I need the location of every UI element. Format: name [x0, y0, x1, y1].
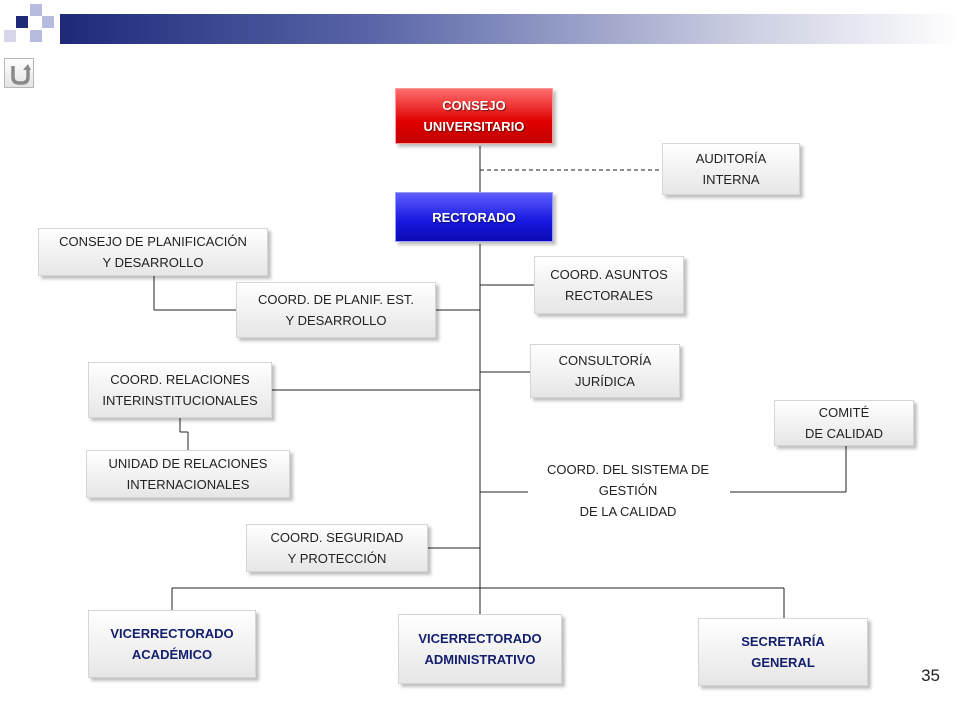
node-label-line: ADMINISTRATIVO	[424, 652, 536, 667]
node-comite-calidad: COMITÉ DE CALIDAD	[774, 400, 914, 446]
node-secretaria-general: SECRETARÍA GENERAL	[698, 618, 868, 686]
node-unidad-relaciones: UNIDAD DE RELACIONES INTERNACIONALES	[86, 450, 290, 498]
back-button[interactable]	[4, 58, 34, 88]
header-square-light	[30, 30, 42, 42]
header-square-dark	[16, 16, 28, 28]
node-label-line: VICERRECTORADO	[418, 631, 542, 646]
node-label-line: VICERRECTORADO	[110, 626, 234, 641]
node-label-line: INTERINSTITUCIONALES	[102, 393, 258, 408]
node-label-line: COORD. SEGURIDAD	[270, 530, 404, 545]
header-square-light	[42, 16, 54, 28]
node-auditoria-interna: AUDITORÍA INTERNA	[662, 143, 800, 195]
node-label-line: ACADÉMICO	[131, 647, 213, 662]
node-label-line: JURÍDICA	[575, 374, 635, 389]
node-coord-planif-est: COORD. DE PLANIF. EST. Y DESARROLLO	[236, 282, 436, 338]
node-label-line: SECRETARÍA	[741, 634, 825, 649]
header-square-light	[4, 30, 16, 42]
node-consultoria-juridica: CONSULTORÍA JURÍDICA	[530, 344, 680, 398]
header-bar	[60, 14, 960, 44]
node-vicerrectorado-academico: VICERRECTORADO ACADÉMICO	[88, 610, 256, 678]
node-coord-relaciones: COORD. RELACIONES INTERINSTITUCIONALES	[88, 362, 272, 418]
node-label-line: DE CALIDAD	[804, 426, 884, 441]
node-label-line: COORD. DE PLANIF. EST.	[257, 292, 415, 307]
node-coord-sistema-gestion: COORD. DEL SISTEMA DE GESTIÓN DE LA CALI…	[528, 459, 728, 522]
node-label-line: DE LA CALIDAD	[579, 504, 677, 519]
node-label-line: UNIVERSITARIO	[423, 119, 525, 134]
node-consejo-planificacion: CONSEJO DE PLANIFICACIÓN Y DESARROLLO	[38, 228, 268, 276]
node-label-line: COORD. ASUNTOS	[550, 267, 668, 282]
node-label-line: CONSEJO	[442, 98, 506, 113]
node-vicerrectorado-administrativo: VICERRECTORADO ADMINISTRATIVO	[398, 614, 562, 684]
node-coord-asuntos-rectorales: COORD. ASUNTOS RECTORALES	[534, 256, 684, 314]
node-label-line: COORD. RELACIONES	[110, 372, 250, 387]
node-label-line: Y DESARROLLO	[102, 255, 204, 270]
node-label-line: UNIDAD DE RELACIONES	[108, 456, 268, 471]
node-label-line: GESTIÓN	[598, 483, 658, 498]
header-square-light	[30, 4, 42, 16]
node-rectorado: RECTORADO	[395, 192, 553, 242]
node-label-line: RECTORALES	[565, 288, 653, 303]
node-label-line: Y PROTECCIÓN	[287, 551, 387, 566]
back-arrow-icon	[11, 64, 31, 85]
node-label-line: CONSULTORÍA	[558, 353, 652, 368]
node-coord-seguridad: COORD. SEGURIDAD Y PROTECCIÓN	[246, 524, 428, 572]
node-label-line: INTERNA	[702, 172, 760, 187]
node-label-line: INTERNACIONALES	[126, 477, 250, 492]
node-consejo-universitario: CONSEJO UNIVERSITARIO	[395, 88, 553, 144]
node-label-line: GENERAL	[751, 655, 815, 670]
node-label-line: COMITÉ	[818, 405, 870, 420]
node-label-line: AUDITORÍA	[695, 151, 767, 166]
node-label-line: COORD. DEL SISTEMA DE	[546, 462, 710, 477]
node-label-line: CONSEJO DE PLANIFICACIÓN	[59, 234, 247, 249]
node-label-line: Y DESARROLLO	[285, 313, 387, 328]
node-label-line: RECTORADO	[432, 209, 516, 225]
page-number: 35	[921, 666, 940, 685]
